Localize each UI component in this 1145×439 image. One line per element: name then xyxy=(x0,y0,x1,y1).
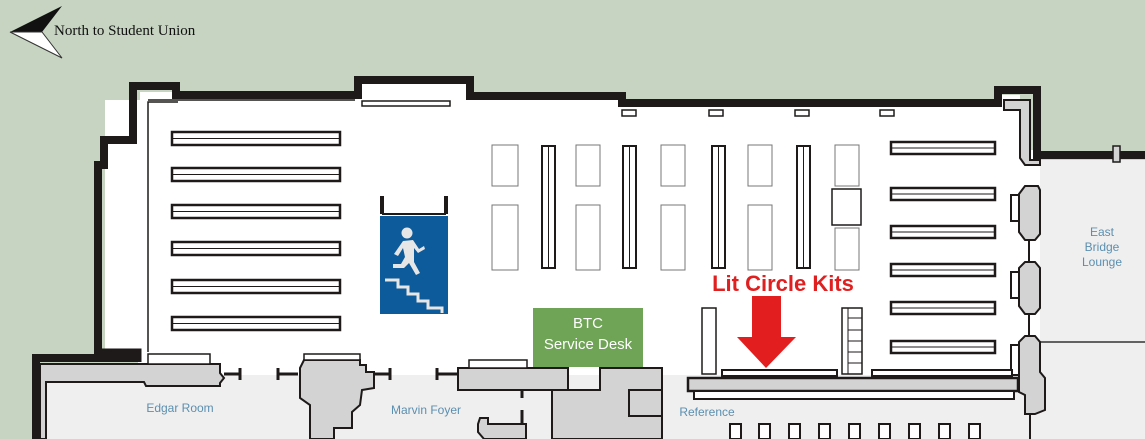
reference-label: Reference xyxy=(679,405,735,419)
edgar-room-label: Edgar Room xyxy=(146,401,213,415)
service-desk-label-line2: Service Desk xyxy=(544,336,633,353)
lit-circle-kits-label: Lit Circle Kits xyxy=(712,271,854,296)
lit-circle-kits-marker: Lit Circle Kits xyxy=(712,271,854,368)
left-shelves xyxy=(170,130,342,332)
right-shelves xyxy=(889,140,997,355)
center-stacks xyxy=(541,145,811,269)
reference-shelves xyxy=(686,307,1020,439)
service-desk-label-line1: BTC xyxy=(573,315,603,332)
east-columns xyxy=(1003,99,1046,439)
east-bridge-lounge-area xyxy=(1040,160,1145,439)
center-tables xyxy=(491,144,862,271)
btc-service-desk: BTC Service Desk xyxy=(533,308,643,367)
exterior-wall xyxy=(94,76,1145,355)
down-arrow-icon xyxy=(737,296,796,368)
east-bridge-label-1: East xyxy=(1090,225,1115,239)
emergency-stairs-icon xyxy=(380,196,448,314)
north-arrow-icon xyxy=(9,6,63,59)
marvin-foyer-label: Marvin Foyer xyxy=(391,403,461,417)
compass-label: North to Student Union xyxy=(54,23,196,39)
east-bridge-label-3: Lounge xyxy=(1082,255,1122,269)
east-bridge-label-2: Bridge xyxy=(1085,240,1120,254)
lower-structures xyxy=(39,353,663,439)
